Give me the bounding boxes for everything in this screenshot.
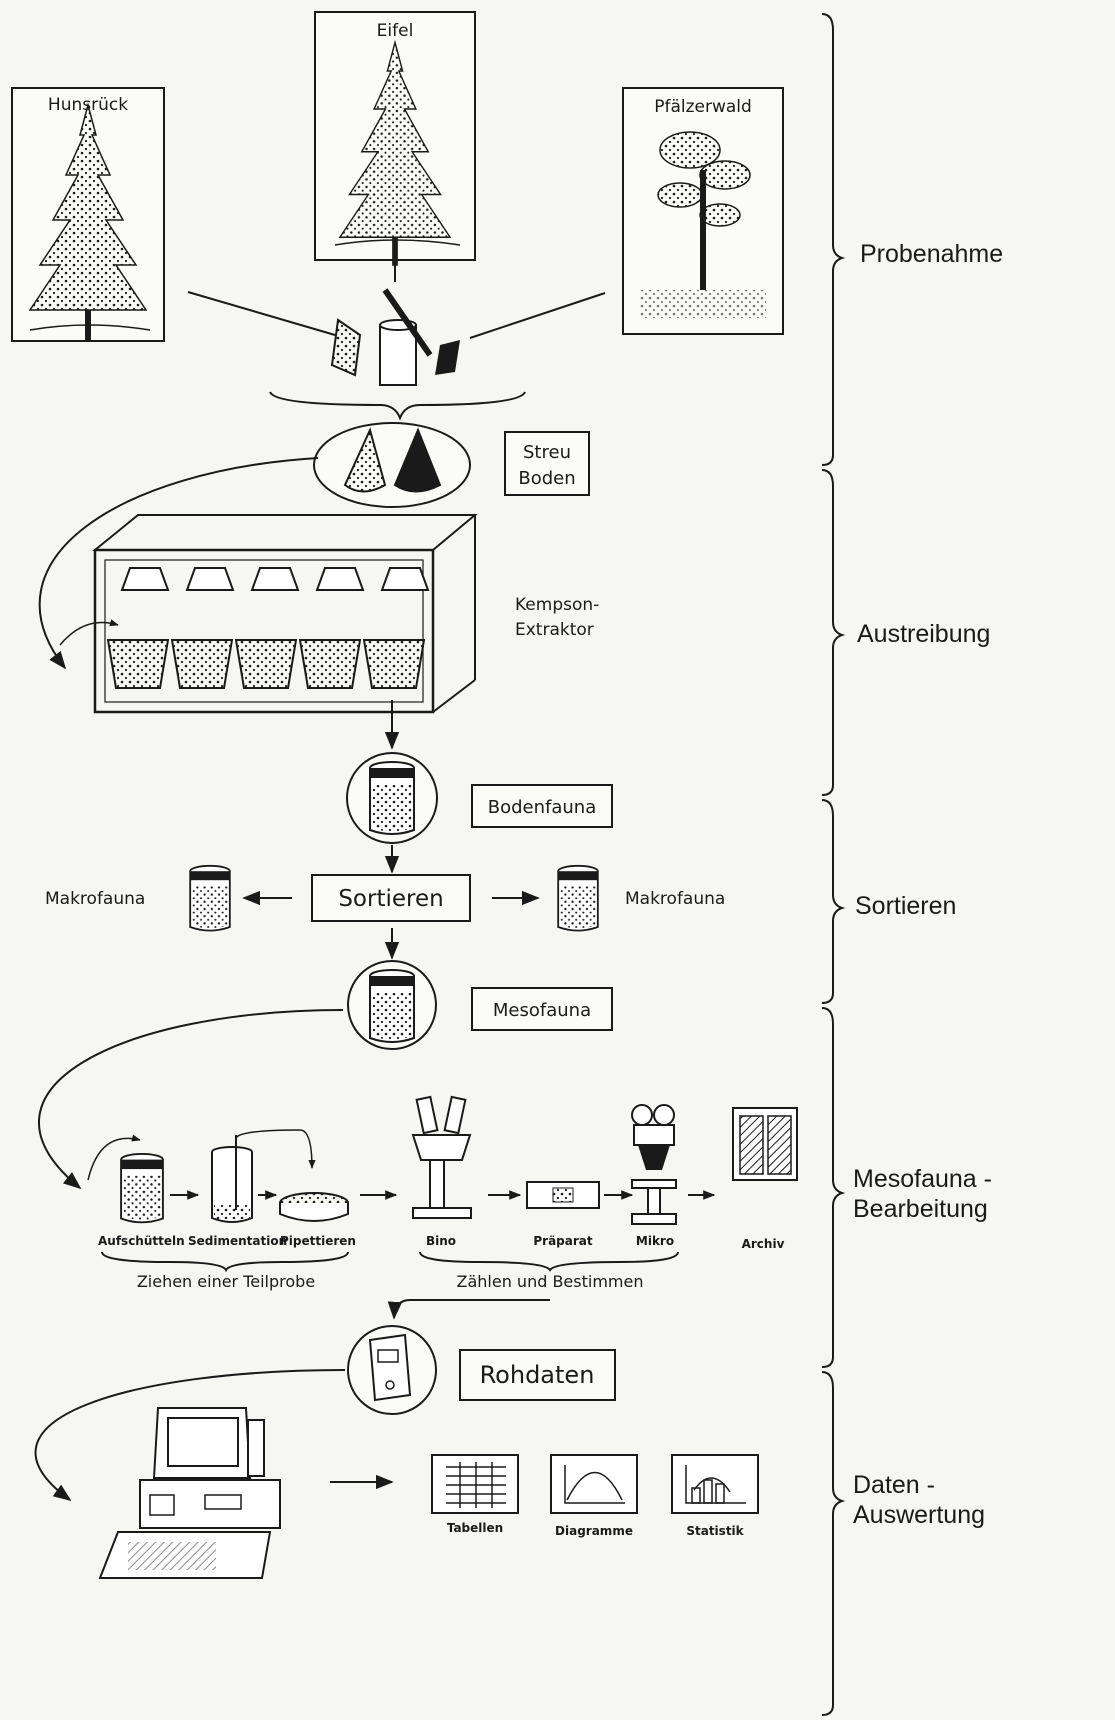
brace-teilprobe: [101, 1251, 349, 1273]
lamp-row: [120, 567, 430, 591]
litter-bag-icon: [343, 427, 387, 493]
jar-icon: [369, 969, 415, 1043]
sample-streu: Streu: [523, 442, 571, 463]
binder-icon: [368, 1333, 412, 1402]
mesofauna-label: Mesofauna: [493, 1000, 591, 1021]
step-praeparat: Präparat: [533, 1234, 593, 1248]
sample-trays: [106, 639, 426, 689]
step-pipettieren: Pipettieren: [280, 1234, 356, 1248]
phase-sortieren: Sortieren: [855, 892, 956, 920]
makrofauna-right-label: Makrofauna: [625, 889, 725, 909]
computer-icon: [98, 1407, 281, 1579]
chart-output-icon: [550, 1454, 638, 1514]
jar-icon: [369, 761, 415, 835]
phase-daten-1: Daten -: [853, 1471, 935, 1499]
phase-bracket: [821, 13, 846, 1716]
group-zaehlen: Zählen und Bestimmen: [457, 1272, 644, 1291]
binocular-icon: [411, 1095, 472, 1219]
table-output-icon: [431, 1454, 519, 1514]
sortieren-box: [311, 874, 471, 922]
sedimentation-jar-icon: [211, 1135, 253, 1223]
bodenfauna-label: Bodenfauna: [488, 797, 596, 818]
flow-arrow: [87, 1134, 141, 1181]
slide-icon: [526, 1181, 600, 1209]
brace-zaehlen: [419, 1251, 679, 1272]
group-teilprobe: Ziehen einer Teilprobe: [137, 1272, 315, 1291]
step-mikro: Mikro: [636, 1234, 674, 1248]
rohdaten-box: [459, 1349, 616, 1401]
rohdaten-label: Rohdaten: [480, 1361, 595, 1389]
microscope-icon: [631, 1104, 677, 1225]
site-eifel-label: Eifel: [377, 21, 414, 41]
extractor-label-1: Kempson-: [515, 595, 599, 615]
step-bino: Bino: [426, 1234, 456, 1248]
flow-arrow: [38, 1009, 344, 1190]
output-diagramme: Diagramme: [555, 1524, 633, 1538]
petri-dish-icon: [279, 1192, 349, 1222]
flow-arrow: [38, 457, 319, 670]
step-aufschuetteln: Aufschütteln: [98, 1234, 185, 1248]
step-archiv: Archiv: [742, 1237, 785, 1251]
site-pfaelzerwald-label: Pfälzerwald: [654, 97, 752, 117]
site-pfaelzerwald: Pfälzerwald: [622, 87, 784, 335]
kempson-extractor-icon: [92, 514, 478, 714]
ground-line: [334, 239, 461, 246]
extractor-label-2: Extraktor: [515, 620, 594, 640]
sampling-brace: [269, 391, 526, 421]
sortieren-label: Sortieren: [338, 886, 443, 912]
flow-arrow: [34, 1369, 346, 1502]
phase-mesofauna-1: Mesofauna -: [853, 1165, 992, 1193]
flow-arrow: [387, 1299, 550, 1320]
pine-tree-icon: [657, 131, 751, 290]
shaker-jar-icon: [120, 1152, 164, 1224]
sample-boden: Boden: [518, 468, 575, 489]
pipette-arrow: [235, 1129, 316, 1169]
archive-cabinet-icon: [732, 1107, 798, 1181]
sample-bags: [313, 422, 471, 508]
step-sedimentation: Sedimentation: [188, 1234, 287, 1248]
mesofauna-box: [471, 987, 613, 1031]
sample-type-box: [504, 431, 590, 496]
output-statistik: Statistik: [686, 1524, 744, 1538]
phase-probenahme: Probenahme: [860, 240, 1003, 268]
jar-icon: [189, 864, 231, 932]
ground-line: [29, 324, 151, 331]
jar-icon: [557, 864, 599, 932]
soil-bag-icon: [393, 427, 442, 493]
site-hunsrueck: Hunsrück: [11, 87, 165, 342]
makrofauna-left-label: Makrofauna: [45, 889, 145, 909]
output-tabellen: Tabellen: [447, 1521, 503, 1535]
bodenfauna-box: [471, 784, 613, 828]
sampling-tools-icon: [187, 262, 606, 386]
phase-daten-2: Auswertung: [853, 1501, 985, 1529]
flow-arrow: [59, 619, 119, 646]
site-eifel: Eifel: [314, 11, 476, 267]
statistics-output-icon: [671, 1454, 759, 1514]
soil-layer: [640, 290, 766, 318]
phase-mesofauna-2: Bearbeitung: [853, 1195, 988, 1223]
phase-austreibung: Austreibung: [857, 620, 990, 648]
